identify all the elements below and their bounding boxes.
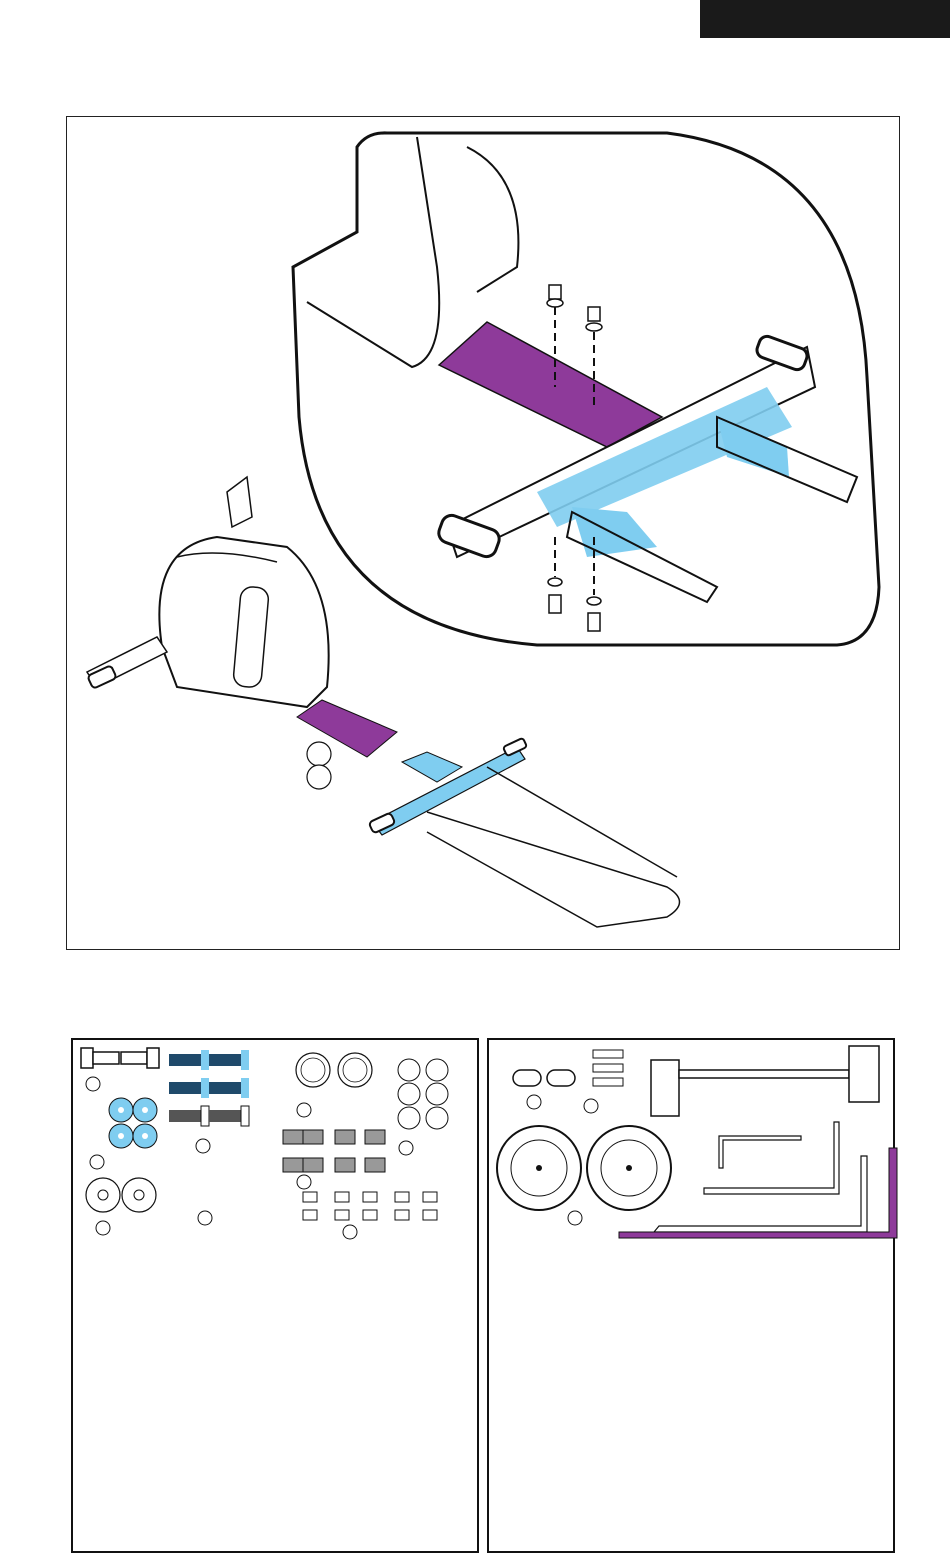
hardware-panel-right [487, 1038, 895, 1553]
countersunk-bolts [283, 1130, 385, 1189]
assembly-diagram [67, 117, 899, 949]
large-washers [86, 1178, 212, 1235]
detail-zoom-bubble [293, 133, 879, 645]
stabilizer-bracket-overview [402, 752, 462, 782]
wheels [497, 1126, 671, 1225]
hardware-right-diagram [489, 1040, 893, 1551]
corner-tab [700, 0, 950, 38]
blue-washers [90, 1098, 157, 1169]
assembly-diagram-frame [66, 116, 900, 950]
end-caps [513, 1070, 575, 1109]
threaded-bolts [169, 1050, 249, 1153]
flat-washers [296, 1053, 372, 1117]
long-bolts [81, 1048, 159, 1091]
hardware-left-diagram [73, 1040, 477, 1551]
small-bolts [303, 1192, 437, 1239]
wrench-tool [651, 1046, 879, 1116]
hardware-panel-left [71, 1038, 479, 1553]
small-washers [398, 1059, 448, 1155]
screws [584, 1050, 623, 1113]
